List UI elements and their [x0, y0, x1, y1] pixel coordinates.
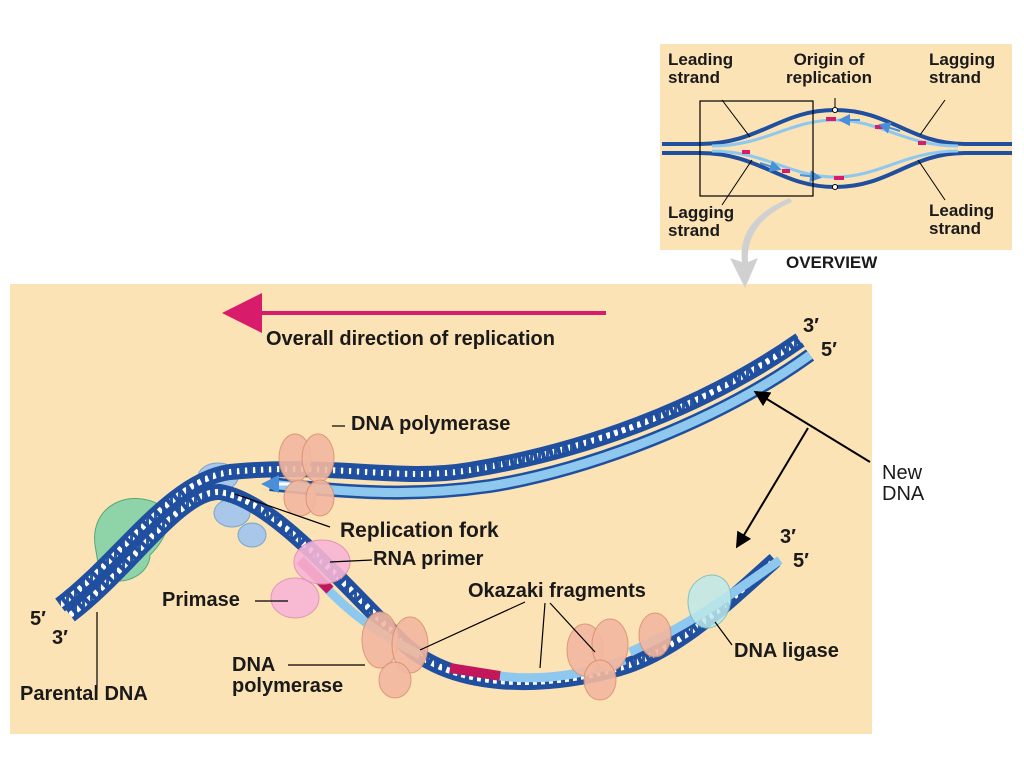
overview-bubble [662, 98, 1012, 206]
end-5-mid-right: 5′ [793, 550, 809, 572]
dna-polymerase-top [278, 433, 335, 517]
dna-polymerase-bottom [361, 611, 672, 701]
dna-ligase [687, 574, 732, 629]
end-3-top-right: 3′ [803, 315, 819, 337]
dna-ligase-label: DNA ligase [734, 640, 839, 662]
direction-label: Overall direction of replication [266, 328, 555, 350]
primase-label: Primase [162, 589, 240, 611]
dna-polymerase-top-label: DNA polymerase [351, 413, 511, 435]
end-3-mid-right: 3′ [780, 526, 796, 548]
end-5-top-right: 5′ [821, 339, 837, 361]
replication-fork-label: Replication fork [340, 519, 499, 542]
overview-title: OVERVIEW [786, 253, 878, 272]
rna-primer-label: RNA primer [373, 548, 484, 570]
primase [270, 539, 351, 619]
okazaki-fragments-label: Okazaki fragments [468, 580, 646, 602]
new-leading-strand [269, 351, 813, 498]
end-5-left: 5′ [30, 608, 46, 630]
end-3-left: 3′ [52, 627, 68, 649]
overview-zoom-box [699, 100, 814, 197]
zoom-arrow [730, 198, 792, 288]
parental-dna-label: Parental DNA [20, 683, 148, 705]
